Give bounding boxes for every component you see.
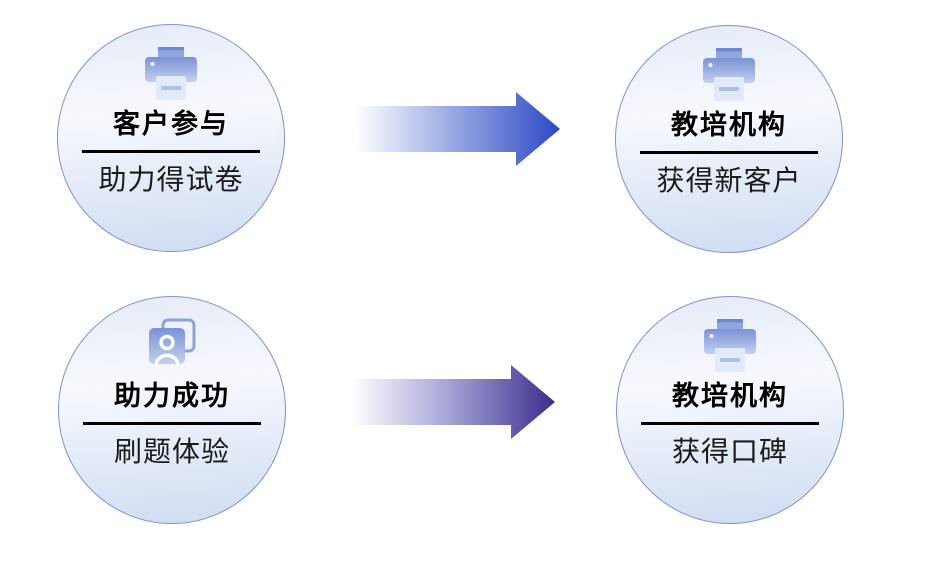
divider-line bbox=[83, 422, 261, 425]
top-arrow bbox=[356, 92, 560, 166]
node-training-institution-new-customers: 教培机构 获得新客户 bbox=[615, 25, 843, 253]
node-subtitle: 获得口碑 bbox=[671, 436, 788, 467]
divider-line bbox=[640, 151, 818, 154]
node-subtitle: 助力得试卷 bbox=[98, 164, 244, 195]
divider-line bbox=[641, 422, 819, 425]
node-title: 教培机构 bbox=[671, 110, 787, 140]
node-training-institution-reputation: 教培机构 获得口碑 bbox=[616, 296, 844, 524]
node-title: 教培机构 bbox=[672, 381, 788, 411]
node-subtitle: 获得新客户 bbox=[656, 165, 802, 196]
node-boost-success: 助力成功 刷题体验 bbox=[58, 296, 286, 524]
photo-person-icon bbox=[140, 318, 204, 376]
node-subtitle: 刷题体验 bbox=[113, 436, 230, 467]
node-title: 客户参与 bbox=[113, 109, 229, 139]
node-customer-participation: 客户参与 助力得试卷 bbox=[57, 24, 285, 252]
divider-line bbox=[82, 150, 260, 153]
printer-icon bbox=[139, 46, 203, 104]
node-title: 助力成功 bbox=[114, 381, 230, 411]
printer-icon bbox=[697, 47, 761, 105]
bottom-arrow bbox=[351, 365, 555, 439]
printer-icon bbox=[698, 318, 762, 376]
